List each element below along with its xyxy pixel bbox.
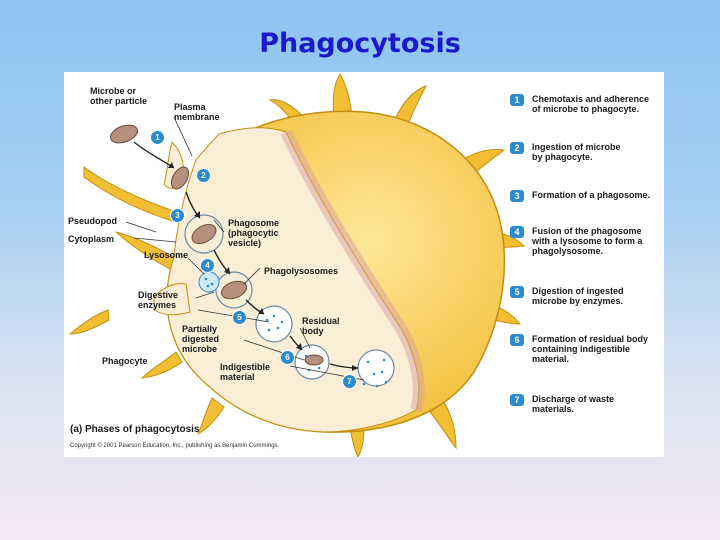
- microbes: [110, 124, 248, 300]
- step-number-5: 5: [232, 310, 247, 325]
- step-text: Chemotaxis and adherence of microbe to p…: [532, 94, 650, 114]
- figure-caption: (a) Phases of phagocytosis: [70, 424, 200, 435]
- step-number-4: 4: [200, 258, 215, 273]
- step-text: Ingestion of microbe by phagocyte.: [532, 142, 621, 162]
- step-badge: 5: [510, 286, 524, 298]
- step-number-7: 7: [342, 374, 357, 389]
- step-badge: 3: [510, 190, 524, 202]
- step-text: Formation of residual body containing in…: [532, 334, 649, 364]
- label-cytoplasm: Cytoplasm: [68, 234, 115, 244]
- step-text: Formation of a phagosome.: [532, 190, 651, 200]
- lysosome: [198, 271, 220, 293]
- label-phagosome: Phagosome (phagocytic vesicle): [228, 218, 280, 248]
- phagosome-vesicle: [184, 214, 224, 254]
- slide-title: Phagocytosis: [259, 28, 461, 59]
- step-number-2: 2: [196, 168, 211, 183]
- phagocytosis-figure: 1 2 3 4 5 6 7 Microbe or other particle …: [64, 72, 664, 457]
- phagolysosome-vesicle: [215, 271, 253, 309]
- step-text: Fusion of the phagosome with a lysosome …: [532, 226, 643, 256]
- digestion-vesicle: [255, 305, 293, 343]
- step-number-1: 1: [150, 130, 165, 145]
- step-badge: 4: [510, 226, 524, 238]
- label-partially-digested-microbe: Partially digested microbe: [182, 324, 220, 354]
- label-indigestible-material: Indigestible material: [220, 362, 271, 382]
- phagocyte-illustration: [68, 73, 526, 457]
- copyright-notice: Copyright © 2001 Pearson Education, Inc.…: [70, 443, 280, 449]
- step-badge: 1: [510, 94, 524, 106]
- step-badge: 6: [510, 334, 524, 346]
- label-residual-body: Residual body: [302, 316, 340, 336]
- enzyme-dots: [204, 277, 388, 388]
- step-number-6: 6: [280, 350, 295, 365]
- step-text: Discharge of waste materials.: [532, 394, 615, 414]
- label-phagocyte: Phagocyte: [102, 356, 148, 366]
- step-badge: 2: [510, 142, 524, 154]
- step-text: Digestion of ingested microbe by enzymes…: [532, 286, 624, 306]
- label-pseudopod: Pseudopod: [68, 216, 117, 226]
- label-phagolysosomes: Phagolysosomes: [264, 266, 339, 276]
- discharge-vesicle: [357, 349, 395, 387]
- step-badge: 7: [510, 394, 524, 406]
- label-plasma-membrane: Plasma membrane: [174, 102, 220, 122]
- label-microbe: Microbe or other particle: [90, 86, 148, 106]
- step-number-3: 3: [170, 208, 185, 223]
- label-digestive-enzymes: Digestive enzymes: [138, 290, 179, 310]
- label-lysosome: Lysosome: [144, 250, 189, 260]
